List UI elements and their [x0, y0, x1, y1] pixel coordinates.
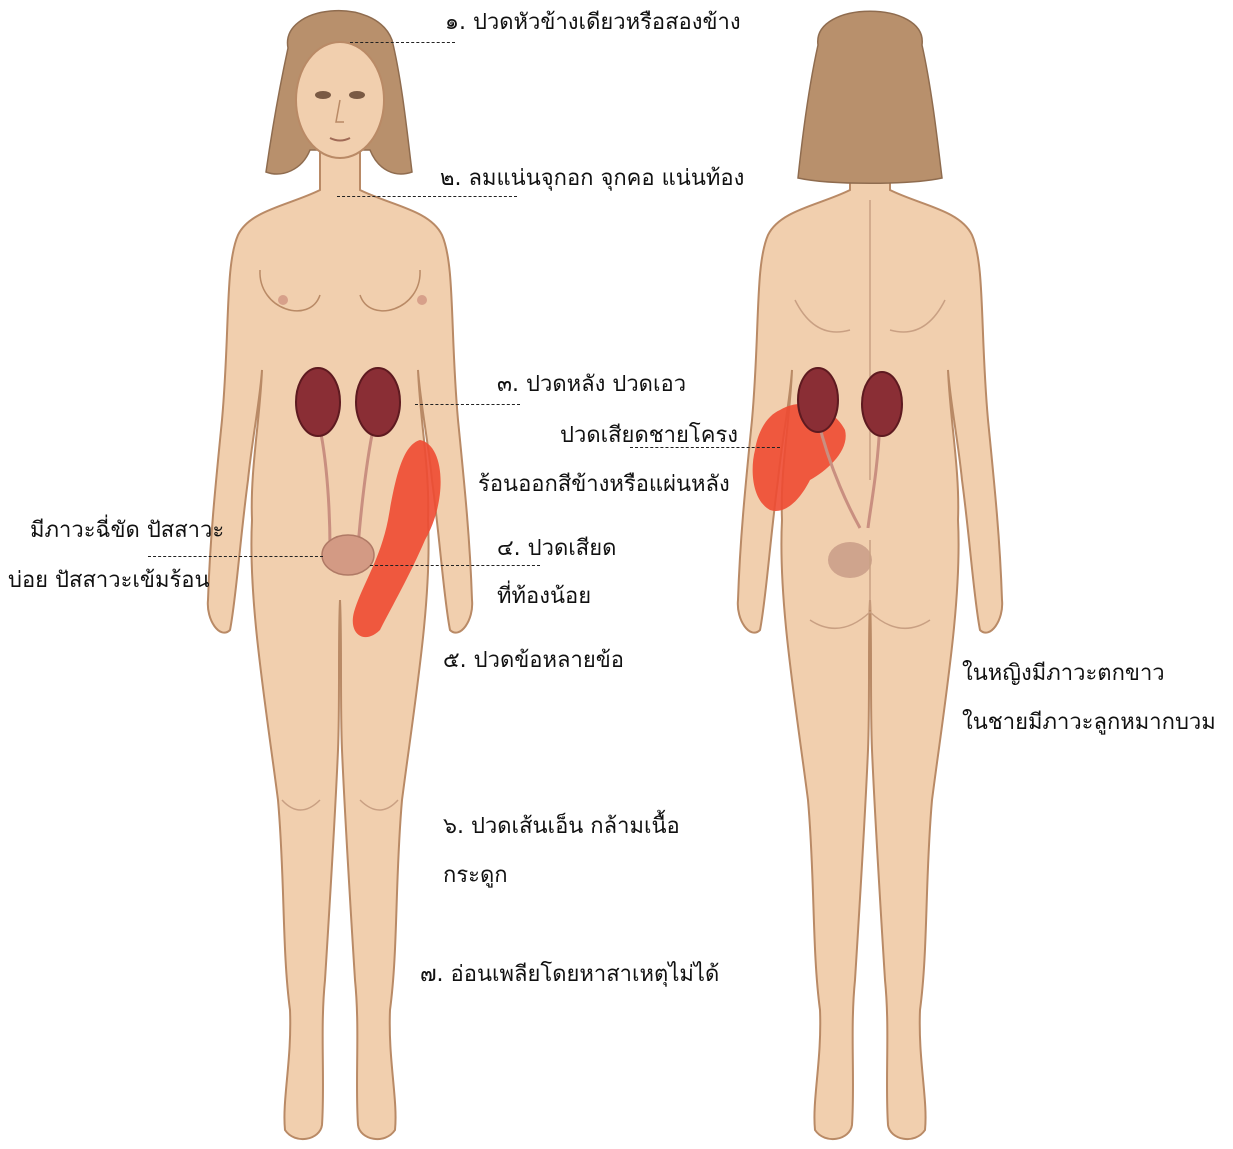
leader-line-4 — [370, 565, 540, 566]
back-hair — [798, 11, 942, 183]
label-rib-pain: ปวดเสียดชายโครง — [560, 423, 738, 449]
kidney-right — [356, 368, 400, 436]
label-fatigue: ๗. อ่อนเพลียโดยหาสาเหตุไม่ได้ — [420, 962, 719, 988]
label-bone: กระดูก — [443, 863, 508, 889]
label-urinary-frequency: บ่อย ปัสสาวะเข้มร้อน — [8, 568, 210, 594]
leader-line-2 — [337, 196, 517, 197]
label-muscle-pain: ๖. ปวดเส้นเอ็น กล้ามเนื้อ — [443, 814, 680, 840]
back-body-figure — [700, 0, 1030, 1149]
back-bladder — [828, 542, 872, 578]
right-eye — [349, 91, 365, 99]
leader-line-3 — [415, 404, 520, 405]
label-flank-heat: ร้อนออกสีข้างหรือแผ่นหลัง — [478, 472, 730, 498]
label-vaginal-discharge: ในหญิงมีภาวะตกขาว — [962, 661, 1165, 687]
label-lower-abdomen: ที่ท้องน้อย — [497, 584, 591, 610]
back-kidney-right — [862, 372, 902, 436]
label-chest-tightness: ๒. ลมแน่นจุกอก จุกคอ แน่นท้อง — [440, 166, 744, 192]
label-joint-pain: ๕. ปวดข้อหลายข้อ — [443, 648, 624, 674]
label-urinary-difficulty: มีภาวะฉี่ขัด ปัสสาวะ — [30, 518, 224, 544]
label-prostate-swelling: ในชายมีภาวะลูกหมากบวม — [962, 710, 1216, 736]
bladder — [322, 535, 374, 575]
label-back-pain: ๓. ปวดหลัง ปวดเอว — [497, 372, 686, 398]
left-eye — [315, 91, 331, 99]
body-silhouette — [208, 150, 472, 1139]
leader-line-urinary — [148, 556, 323, 557]
back-kidney-left — [798, 368, 838, 432]
leader-line-1 — [350, 42, 455, 43]
nipple-right — [417, 295, 427, 305]
kidney-left — [296, 368, 340, 436]
label-headache: ๑. ปวดหัวข้างเดียวหรือสองข้าง — [445, 10, 741, 36]
label-lower-abdominal-pain: ๔. ปวดเสียด — [497, 536, 616, 562]
nipple-left — [278, 295, 288, 305]
